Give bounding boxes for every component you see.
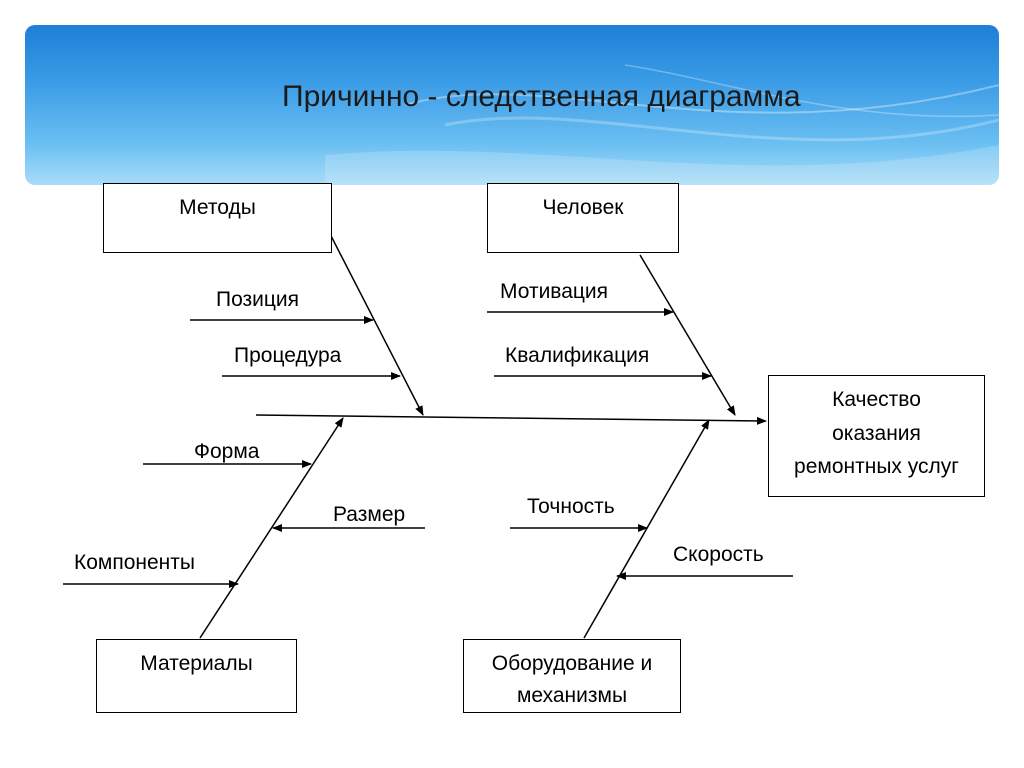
bone-people	[639, 254, 736, 416]
banner-wave-decoration	[325, 64, 999, 185]
title-banner	[25, 25, 999, 185]
effect-label: Качество оказания ремонтных услуг	[794, 388, 959, 479]
page-title: Причинно - следственная диаграмма	[282, 80, 801, 113]
cause-size: Размер	[333, 503, 406, 526]
category-box-materials: Материалы	[96, 639, 297, 713]
cause-procedure: Процедура	[234, 344, 342, 367]
cause-speed: Скорость	[673, 543, 764, 566]
cause-qualification: Квалификация	[505, 344, 650, 367]
effect-box: Качество оказания ремонтных услуг	[768, 375, 985, 497]
category-label-materials: Материалы	[140, 652, 253, 675]
bone-methods	[327, 229, 424, 416]
category-label-people: Человек	[542, 196, 624, 219]
cause-form: Форма	[194, 440, 260, 463]
spine-arrow	[255, 414, 767, 425]
bone-equipment	[583, 419, 710, 639]
category-label-equipment: Оборудование и механизмы	[491, 652, 653, 707]
bone-materials	[199, 417, 344, 639]
cause-motivation: Мотивация	[500, 280, 609, 303]
category-box-methods: Методы	[103, 183, 332, 253]
cause-accuracy: Точность	[527, 495, 615, 518]
category-box-people: Человек	[487, 183, 679, 253]
category-label-methods: Методы	[179, 196, 256, 219]
cause-components: Компоненты	[74, 551, 195, 574]
cause-position: Позиция	[216, 288, 300, 311]
category-box-equipment: Оборудование и механизмы	[463, 639, 681, 713]
